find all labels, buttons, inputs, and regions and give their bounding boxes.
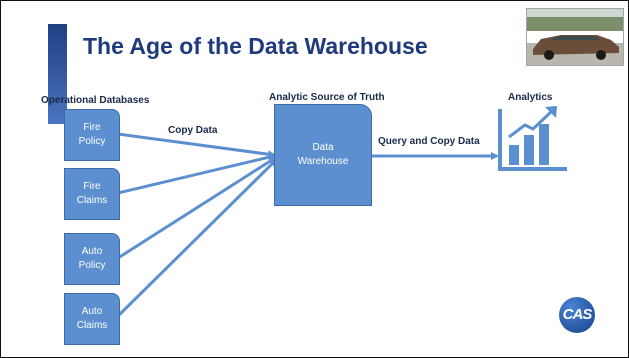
- analytics-label: Analytics: [508, 92, 553, 103]
- auto-claims-line2: Claims: [76, 320, 108, 331]
- bar-chart-trend-icon: [498, 106, 567, 171]
- operational-databases-label: Operational Databases: [41, 95, 150, 106]
- auto-policy-line2: Policy: [78, 260, 106, 271]
- fire-policy-line2: Policy: [78, 136, 106, 147]
- analytic-source-label: Analytic Source of Truth: [269, 92, 385, 103]
- fire-claims-line1: Fire: [83, 181, 101, 192]
- arrow-fire-claims: [117, 153, 276, 195]
- copy-data-label: Copy Data: [168, 125, 218, 136]
- car-photo: [526, 8, 624, 66]
- fire-policy-line1: Fire: [83, 122, 101, 133]
- fire-claims-line2: Claims: [76, 195, 108, 206]
- arrow-fire-policy: [117, 132, 276, 159]
- auto-policy-line1: Auto: [81, 246, 103, 257]
- query-copy-data-label: Query and Copy Data: [378, 136, 480, 147]
- arrow-auto-claims: [116, 158, 278, 318]
- auto-claims-line1: Auto: [81, 306, 103, 317]
- arrow-auto-policy: [117, 156, 277, 260]
- data-warehouse-line2: Warehouse: [297, 156, 349, 167]
- accent-bar: [48, 24, 67, 124]
- cas-logo: CAS: [559, 297, 595, 333]
- page-title: The Age of the Data Warehouse: [83, 33, 428, 59]
- data-warehouse-line1: Data: [312, 142, 334, 153]
